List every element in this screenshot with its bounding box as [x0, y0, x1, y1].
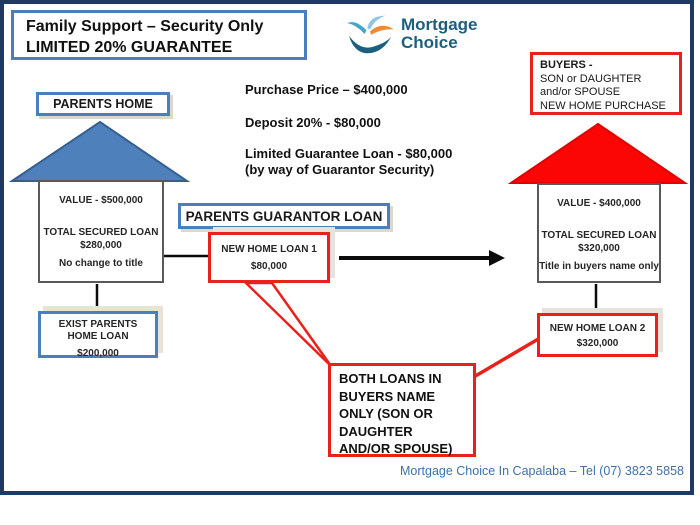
parents-house-loan-amount: $280,000 — [80, 240, 122, 251]
slide-title-line2: LIMITED 20% GUARANTEE — [26, 39, 233, 56]
buyers-box: BUYERS - SON or DAUGHTER and/or SPOUSE N… — [530, 52, 682, 115]
slide-title: Family Support – Security Only LIMITED 2… — [11, 10, 307, 60]
exist-parents-loan-box: EXIST PARENTS HOME LOAN $200,000 — [38, 311, 158, 359]
exist-parents-loan-amount: $200,000 — [77, 348, 119, 359]
deposit: Deposit 20% - $80,000 — [245, 115, 381, 130]
purchase-info: Purchase Price – $400,000 Deposit 20% - … — [245, 82, 452, 177]
new-home-loan-2-title: NEW HOME LOAN 2 — [549, 323, 646, 334]
parents-guarantor-loan-label: PARENTS GUARANTOR LOAN — [178, 203, 390, 229]
mortgage-choice-logo-icon — [347, 15, 394, 54]
new-home-loan-1-title: NEW HOME LOAN 1 — [221, 244, 317, 255]
new-home-loan-2-amount: $320,000 — [576, 338, 619, 349]
both-loans-line2: BUYERS NAME — [339, 388, 436, 404]
buyers-house-loan-label: TOTAL SECURED LOAN — [541, 230, 657, 241]
buyers-line1: BUYERS - — [540, 59, 593, 71]
logo-wordmark: Mortgage Choice — [401, 16, 478, 52]
exist-parents-loan-line2: HOME LOAN — [67, 331, 129, 342]
buyers-house-loan-amount: $320,000 — [578, 243, 620, 254]
limited-guarantee-loan: Limited Guarantee Loan - $80,000 — [245, 146, 453, 161]
both-loans-line5: AND/OR SPOUSE) — [339, 441, 453, 456]
guarantor-security-note: (by way of Guarantor Security) — [245, 162, 435, 177]
new-home-loan-1-box: NEW HOME LOAN 1 $80,000 — [208, 232, 330, 283]
buyers-line2: SON or DAUGHTER — [540, 72, 642, 85]
both-loans-note-box: BOTH LOANS IN BUYERS NAME ONLY (SON OR D… — [328, 363, 476, 457]
exist-parents-loan-line1: EXIST PARENTS — [58, 319, 138, 330]
mortgage-choice-logo: Mortgage Choice — [345, 12, 478, 56]
parents-home-label: PARENTS HOME — [36, 92, 170, 116]
slide-title-line1: Family Support – Security Only — [26, 18, 264, 35]
buyers-line4: NEW HOME PURCHASE — [540, 99, 666, 112]
buyers-house-value: VALUE - $400,000 — [557, 198, 641, 209]
buyers-house-title-note: Title in buyers name only — [539, 261, 659, 272]
footer-contact: Mortgage Choice In Capalaba – Tel (07) 3… — [400, 464, 684, 478]
new-home-loan-2-box: NEW HOME LOAN 2 $320,000 — [537, 313, 658, 357]
parents-house-loan-label: TOTAL SECURED LOAN — [43, 227, 159, 238]
both-loans-line4: DAUGHTER — [339, 423, 413, 439]
parents-house-value: VALUE - $500,000 — [59, 195, 143, 206]
buyers-line3: and/or SPOUSE — [540, 86, 621, 98]
logo-word-mortgage: Mortgage — [401, 15, 478, 34]
parents-house-title-note: No change to title — [59, 258, 143, 269]
purchase-price: Purchase Price – $400,000 — [245, 82, 408, 97]
parents-house-body: VALUE - $500,000 TOTAL SECURED LOAN $280… — [38, 180, 164, 283]
buyers-house-body: VALUE - $400,000 TOTAL SECURED LOAN $320… — [537, 183, 661, 283]
both-loans-line3: ONLY (SON OR — [339, 406, 433, 421]
new-home-loan-1-amount: $80,000 — [250, 261, 288, 272]
logo-word-choice: Choice — [401, 33, 458, 52]
both-loans-line1: BOTH LOANS IN — [339, 371, 442, 386]
